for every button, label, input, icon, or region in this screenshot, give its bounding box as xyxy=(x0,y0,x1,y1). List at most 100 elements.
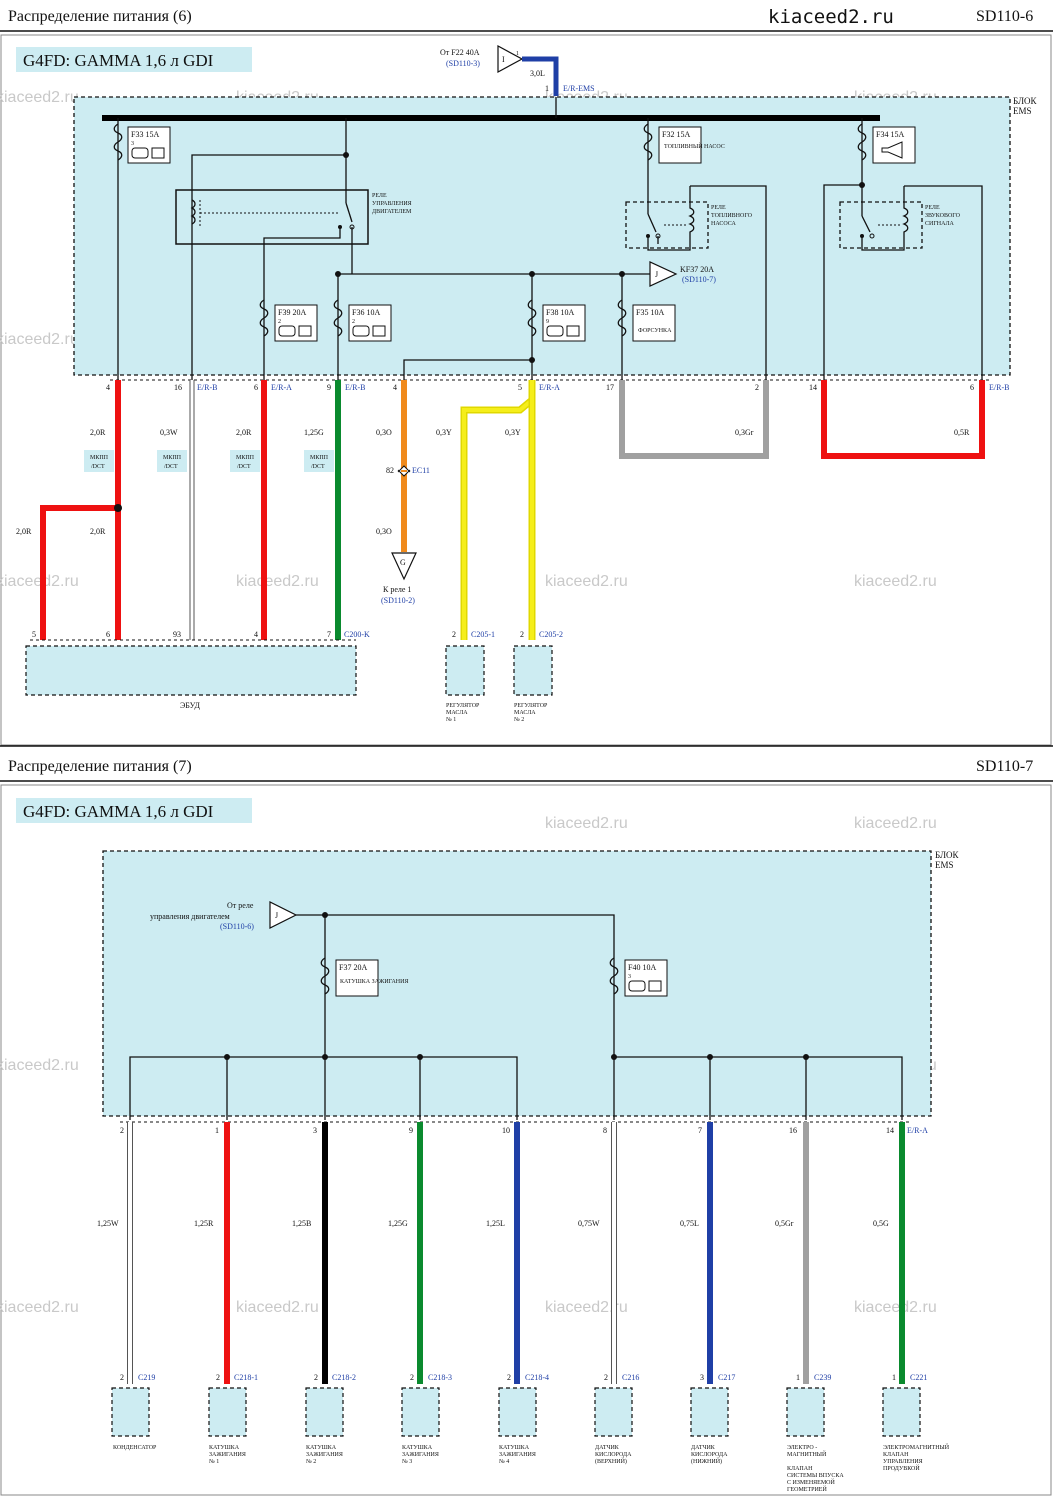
svg-text:ЗАЖИГАНИЯ: ЗАЖИГАНИЯ xyxy=(209,1452,246,1458)
svg-text:2: 2 xyxy=(278,319,281,325)
svg-text:№ 1: № 1 xyxy=(446,717,456,723)
component-intake-valve: 1 C239 ЭЛЕКТРО - МАГНИТНЫЙ КЛАПАН СИСТЕМ… xyxy=(786,1373,844,1493)
feed-wire: 3,0L xyxy=(530,69,545,78)
svg-text:3: 3 xyxy=(628,974,631,980)
svg-text:F33 15A: F33 15A xyxy=(131,130,159,139)
wires-p2 xyxy=(127,1122,905,1384)
svg-text:5: 5 xyxy=(518,383,522,392)
svg-text:1,25G: 1,25G xyxy=(304,428,324,437)
svg-text:КАТУШКА: КАТУШКА xyxy=(209,1445,240,1451)
svg-text:J: J xyxy=(275,911,278,920)
svg-text:КАТУШКА: КАТУШКА xyxy=(499,1445,530,1451)
fuse-f39: F39 20A 2 xyxy=(259,299,318,342)
svg-text:kiaceed2.ru: kiaceed2.ru xyxy=(854,815,937,832)
svg-text:8: 8 xyxy=(603,1126,607,1135)
svg-text:F34 15A: F34 15A xyxy=(876,130,904,139)
svg-text:F39 20A: F39 20A xyxy=(278,308,306,317)
svg-text:КАТУШКА: КАТУШКА xyxy=(402,1445,433,1451)
ground-label: К реле 1 xyxy=(383,585,411,594)
svg-text:КЛАПАН: КЛАПАН xyxy=(883,1452,909,1458)
svg-text:2: 2 xyxy=(120,1126,124,1135)
svg-text:5: 5 xyxy=(32,630,36,639)
svg-text:ЗАЖИГАНИЯ: ЗАЖИГАНИЯ xyxy=(306,1452,343,1458)
svg-text:БЛОК: БЛОК xyxy=(1013,96,1038,106)
svg-text:ЭЛЕКТРОМАГНИТНЫЙ: ЭЛЕКТРОМАГНИТНЫЙ xyxy=(883,1443,950,1451)
svg-text:№ 4: № 4 xyxy=(499,1459,509,1465)
svg-text:0,3W: 0,3W xyxy=(160,428,178,437)
svg-text:G: G xyxy=(400,558,406,567)
svg-text:ЗВУКОВОГО: ЗВУКОВОГО xyxy=(925,213,961,219)
feed-connector-label: E/R-EMS xyxy=(563,84,595,93)
svg-text:1,25B: 1,25B xyxy=(292,1219,311,1228)
svg-text:14: 14 xyxy=(886,1126,894,1135)
svg-text:3: 3 xyxy=(700,1373,704,1382)
svg-text:МКПП: МКПП xyxy=(310,455,329,461)
svg-text:2: 2 xyxy=(452,630,456,639)
svg-text:C200-K: C200-K xyxy=(344,630,370,639)
svg-text:ТОПЛИВНЫЙ НАСОС: ТОПЛИВНЫЙ НАСОС xyxy=(664,142,725,150)
kf37-ref: (SD110-7) xyxy=(682,275,716,284)
svg-text:9: 9 xyxy=(546,319,549,325)
svg-text:№ 3: № 3 xyxy=(402,1459,412,1465)
svg-text:С ИЗМЕНЯЕМОЙ: С ИЗМЕНЯЕМОЙ xyxy=(787,1478,836,1486)
svg-text:F35 10A: F35 10A xyxy=(636,308,664,317)
svg-text:kiaceed2.ru: kiaceed2.ru xyxy=(854,1299,937,1316)
svg-text:F37 20A: F37 20A xyxy=(339,963,367,972)
svg-text:C218-3: C218-3 xyxy=(428,1373,452,1382)
svg-text:2: 2 xyxy=(410,1373,414,1382)
svg-text:МАСЛА: МАСЛА xyxy=(514,710,536,716)
svg-text:ПРОДУВКОЙ: ПРОДУВКОЙ xyxy=(883,1464,920,1472)
svg-text:93: 93 xyxy=(173,630,181,639)
svg-text:4: 4 xyxy=(393,383,397,392)
component-capacitor: 2 C219 КОНДЕНСАТОР xyxy=(111,1373,157,1451)
fuse-f36: F36 10A 2 xyxy=(333,299,392,342)
svg-text:C218-4: C218-4 xyxy=(525,1373,549,1382)
svg-text:kiaceed2.ru: kiaceed2.ru xyxy=(854,573,937,590)
svg-text:2: 2 xyxy=(314,1373,318,1382)
svg-text:РЕГУЛЯТОР: РЕГУЛЯТОР xyxy=(514,703,548,709)
svg-text:2,0R: 2,0R xyxy=(236,428,252,437)
svg-text:ДАТЧИК: ДАТЧИК xyxy=(595,1445,620,1451)
svg-text:kiaceed2.ru: kiaceed2.ru xyxy=(0,331,79,348)
svg-text:F36 10A: F36 10A xyxy=(352,308,380,317)
svg-text:0,5Gr: 0,5Gr xyxy=(775,1219,794,1228)
svg-text:СИГНАЛА: СИГНАЛА xyxy=(925,221,955,227)
svg-text:ДВИГАТЕЛЕМ: ДВИГАТЕЛЕМ xyxy=(372,209,412,215)
wires-p1 xyxy=(40,380,985,640)
ec11-pin: 82 xyxy=(386,466,394,475)
fuse-f40: F40 10A 3 xyxy=(609,957,668,997)
svg-text:КАТУШКА ЗАЖИГАНИЯ: КАТУШКА ЗАЖИГАНИЯ xyxy=(340,979,408,985)
svg-text:F40 10A: F40 10A xyxy=(628,963,656,972)
svg-text:16: 16 xyxy=(789,1126,797,1135)
svg-text:0,3O: 0,3O xyxy=(376,527,392,536)
svg-text:C239: C239 xyxy=(814,1373,831,1382)
kf37-connector: J xyxy=(655,270,658,279)
svg-text:kiaceed2.ru: kiaceed2.ru xyxy=(0,89,79,106)
svg-text:2: 2 xyxy=(604,1373,608,1382)
svg-text:3: 3 xyxy=(131,141,134,147)
svg-text:0,3Y: 0,3Y xyxy=(505,428,521,437)
svg-text:kiaceed2.ru: kiaceed2.ru xyxy=(545,1299,628,1316)
svg-text:2,0R: 2,0R xyxy=(90,527,106,536)
svg-text:kiaceed2.ru: kiaceed2.ru xyxy=(236,1299,319,1316)
component-purge-valve: 1 C221 ЭЛЕКТРОМАГНИТНЫЙ КЛАПАН УПРАВЛЕНИ… xyxy=(882,1373,950,1472)
svg-text:РЕГУЛЯТОР: РЕГУЛЯТОР xyxy=(446,703,480,709)
fuse-f38: F38 10A 9 xyxy=(403,274,586,380)
page1-site: kiaceed2.ru xyxy=(768,6,894,28)
svg-text:17: 17 xyxy=(606,383,614,392)
fuse-f37: F37 20A КАТУШКА ЗАЖИГАНИЯ xyxy=(320,957,408,997)
svg-text:УПРАВЛЕНИЯ: УПРАВЛЕНИЯ xyxy=(372,201,412,207)
svg-text:C221: C221 xyxy=(910,1373,927,1382)
svg-text:kiaceed2.ru: kiaceed2.ru xyxy=(236,573,319,590)
svg-text:ТОПЛИВНОГО: ТОПЛИВНОГО xyxy=(711,213,753,219)
svg-text:МКПП: МКПП xyxy=(163,455,182,461)
svg-text:1: 1 xyxy=(215,1126,219,1135)
feed-connector: I xyxy=(502,55,505,64)
svg-text:E/R-B: E/R-B xyxy=(345,383,365,392)
component-ignition-coil-2: 2 C218-2 КАТУШКА ЗАЖИГАНИЯ № 2 xyxy=(305,1373,356,1465)
ecu-name: ЭБУД xyxy=(180,701,200,710)
ems-block-p1 xyxy=(73,96,1011,376)
component-o2-sensor-lower: 3 C217 ДАТЧИК КИСЛОРОДА (НИЖНИЙ) xyxy=(690,1373,735,1465)
component-o2-sensor-upper: 2 C216 ДАТЧИК КИСЛОРОДА (ВЕРХНИЙ) xyxy=(594,1373,639,1465)
svg-text:kiaceed2.ru: kiaceed2.ru xyxy=(545,815,628,832)
